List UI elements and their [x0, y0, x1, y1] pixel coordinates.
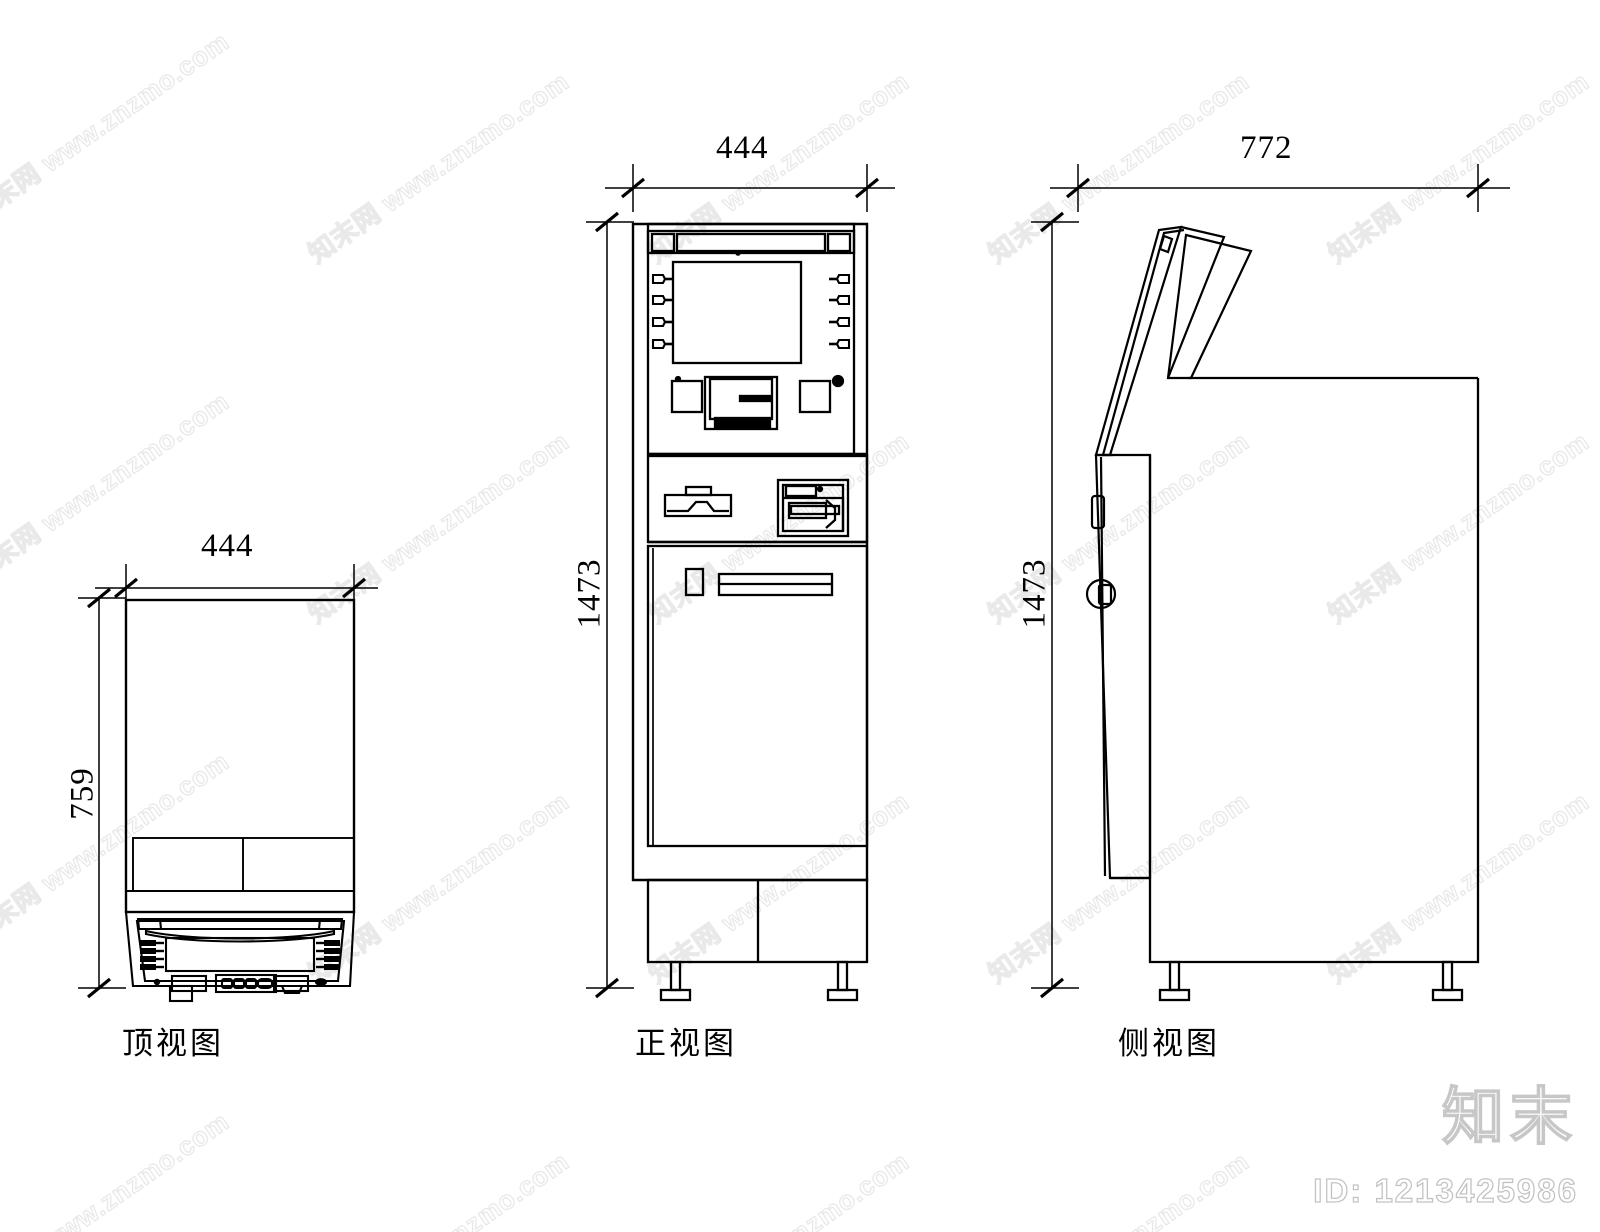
- dimension-front-height: 1473: [571, 558, 608, 629]
- front-view-height-dimension: [586, 211, 634, 999]
- front-view-keypad-frame: [703, 375, 779, 431]
- side-view-depth-dimension: [1050, 164, 1510, 212]
- side-view-height-dimension: [1031, 211, 1079, 999]
- front-view-right-softkeys: [829, 273, 851, 350]
- top-view-body-outline: [124, 598, 356, 914]
- top-view-depth-dimension: [78, 587, 126, 999]
- dimension-side-depth: 772: [1240, 130, 1293, 166]
- dimension-side-height: 1473: [1016, 558, 1053, 629]
- side-view-head-hood: [1094, 225, 1226, 457]
- front-view-screen: [671, 260, 803, 365]
- top-view-front-protrusion: [168, 984, 304, 1003]
- side-view-leveling-feet: [1158, 960, 1464, 1002]
- dimension-front-width: 444: [716, 130, 769, 166]
- front-view-keypad-area: [670, 374, 845, 430]
- brand-logo: 知末: [1441, 1082, 1578, 1153]
- dimension-top-depth: 759: [64, 767, 101, 820]
- front-view-group: [586, 164, 895, 1002]
- view-label-top: 顶视图: [122, 1026, 224, 1061]
- front-view-base-plinth: [646, 878, 869, 964]
- top-view-group: [78, 564, 378, 1003]
- front-view-left-softkeys: [651, 273, 673, 350]
- top-view-display: [144, 929, 336, 943]
- side-view-group: [1031, 164, 1510, 1002]
- dimension-top-width: 444: [201, 528, 254, 564]
- brand-id-text: ID: 1213425986: [1313, 1171, 1578, 1209]
- front-view-leveling-feet: [659, 960, 859, 1002]
- front-view-width-dimension: [605, 164, 895, 212]
- top-view-right-function-keys: [316, 940, 340, 970]
- side-view-hood-plate: [1166, 233, 1253, 380]
- front-view-deposit-module: [776, 478, 850, 538]
- side-view-side-port: [1090, 494, 1106, 530]
- top-view-left-function-keys: [140, 940, 164, 970]
- front-view-lock-and-slot: [684, 567, 834, 597]
- top-view-width-dimension: [95, 564, 378, 612]
- side-view-cabinet-body: [1148, 378, 1480, 964]
- front-view-top-bezel: [646, 229, 856, 256]
- view-label-front: 正视图: [635, 1026, 737, 1061]
- side-view-side-lock: [1085, 578, 1117, 610]
- top-view-control-row: [153, 973, 328, 994]
- view-label-side: 侧视图: [1118, 1026, 1220, 1061]
- top-view-screen: [164, 936, 316, 973]
- front-view-cash-outlet: [663, 485, 733, 518]
- front-view-lower-cabinet: [646, 544, 869, 848]
- top-view-top-band: [136, 917, 344, 931]
- top-view-rear-panels: [132, 837, 355, 892]
